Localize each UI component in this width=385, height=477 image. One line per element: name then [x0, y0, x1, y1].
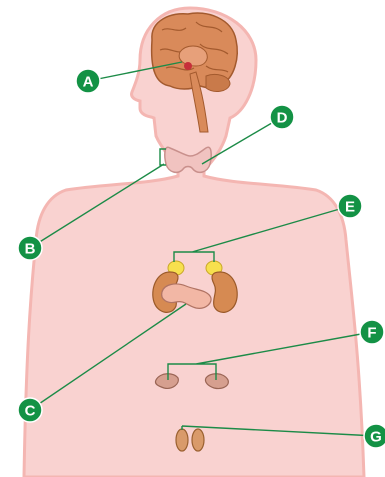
label-d-text: D	[277, 110, 288, 127]
label-a-text: A	[83, 74, 94, 91]
label-marker-d: D	[270, 105, 294, 129]
label-g-text: G	[370, 429, 382, 446]
testis-left	[176, 429, 188, 451]
brain-inner	[179, 46, 207, 66]
ovary-left	[155, 374, 178, 389]
label-marker-a: A	[76, 69, 100, 93]
label-marker-g: G	[364, 424, 385, 448]
label-b-text: B	[25, 241, 36, 258]
label-marker-e: E	[338, 194, 362, 218]
label-c-text: C	[25, 403, 36, 420]
label-marker-f: F	[360, 320, 384, 344]
label-marker-b: B	[18, 236, 42, 260]
label-e-text: E	[345, 199, 355, 216]
label-marker-c: C	[18, 398, 42, 422]
label-f-text: F	[367, 325, 376, 342]
pituitary-gland	[184, 62, 192, 70]
testis-right	[192, 429, 204, 451]
